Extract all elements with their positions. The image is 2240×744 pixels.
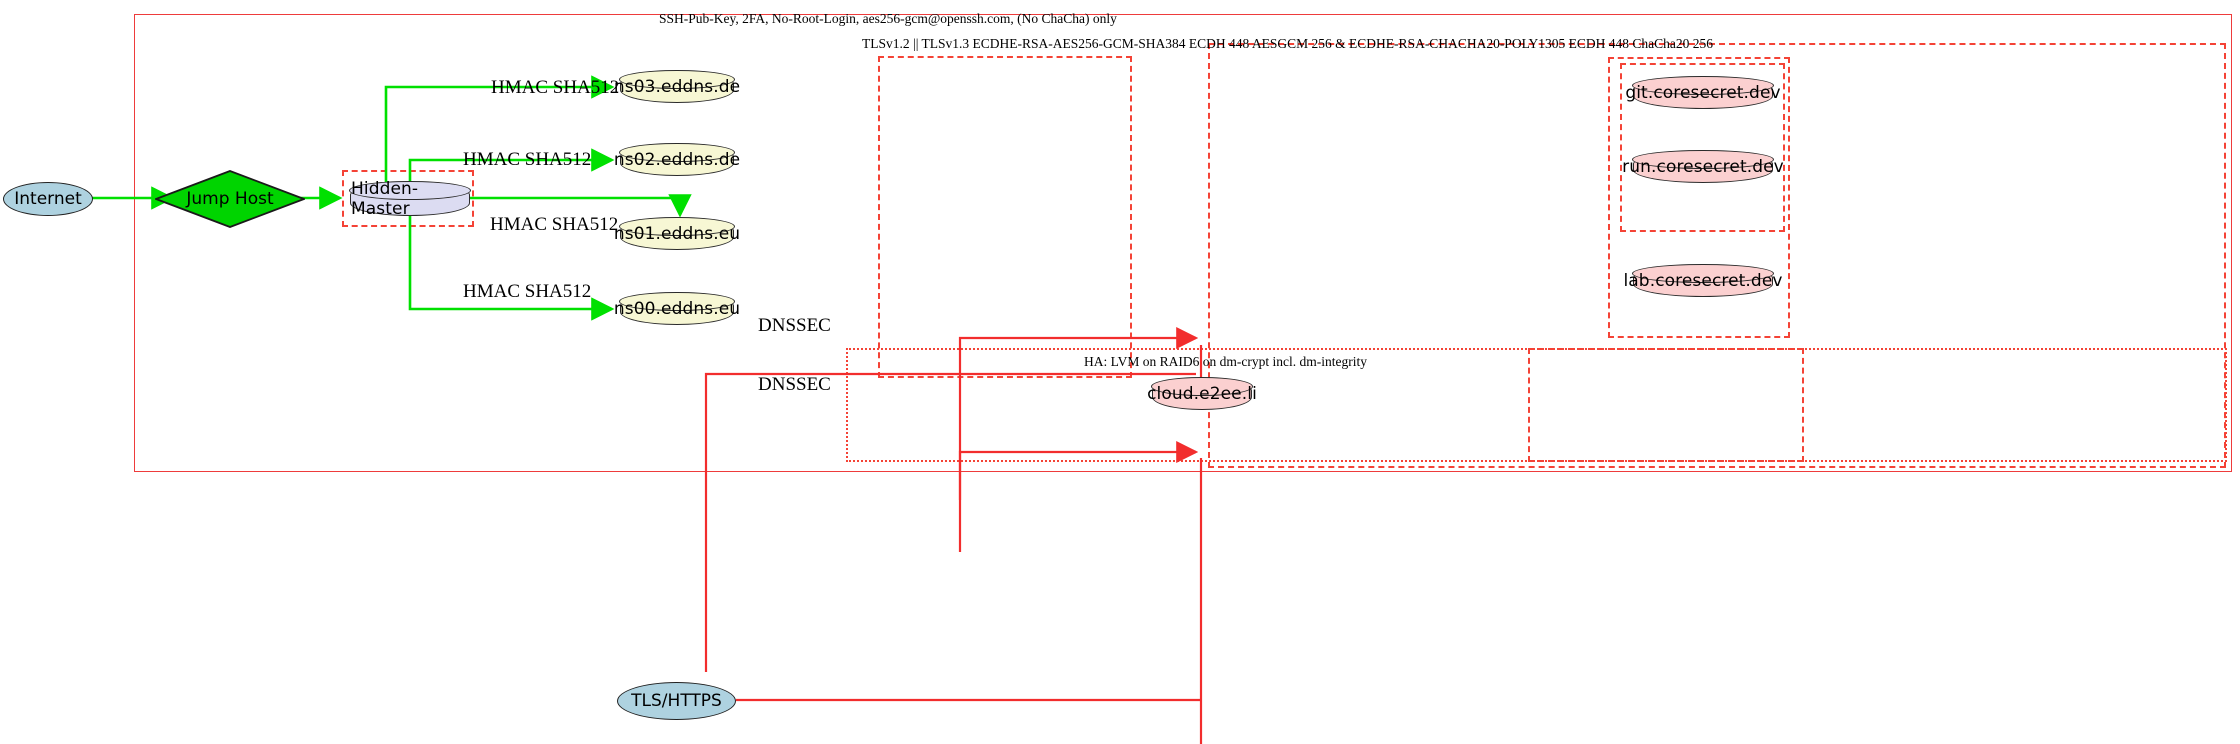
- edge-dnssec-top: [958, 327, 1199, 500]
- zone-dns-cluster: [878, 56, 1132, 378]
- node-git-coresecret[interactable]: git.coresecret.dev: [1625, 76, 1781, 109]
- edge-hiddenmaster-to-ns01: [470, 194, 692, 218]
- edge-label-dnssec-bottom: DNSSEC: [758, 374, 831, 395]
- zone-tls: [1208, 43, 2226, 468]
- zone-tls-label: TLSv1.2 || TLSv1.3 ECDHE-RSA-AES256-GCM-…: [862, 36, 1713, 51]
- node-hidden-master-label: Hidden-Master: [351, 179, 419, 219]
- zone-ha-wide: [846, 348, 2227, 462]
- edge-label-hmac-ns03: HMAC SHA512: [491, 77, 620, 98]
- node-lab-coresecret[interactable]: lab.coresecret.dev: [1623, 264, 1782, 297]
- node-internet-label: Internet: [14, 189, 82, 209]
- edge-label-hmac-ns02: HMAC SHA512: [463, 149, 592, 170]
- node-cloud-label: cloud.e2ee.li: [1147, 384, 1257, 404]
- zone-ha-label: HA: LVM on RAID6 on dm-crypt incl. dm-in…: [1084, 354, 1367, 369]
- zone-ssh-label: SSH-Pub-Key, 2FA, No-Root-Login, aes256-…: [659, 11, 1117, 26]
- node-ns01[interactable]: ns01.eddns.eu: [614, 217, 740, 250]
- node-git-label: git.coresecret.dev: [1625, 83, 1781, 103]
- node-ns03-label: ns03.eddns.de: [613, 77, 741, 97]
- node-ns01-label: ns01.eddns.eu: [613, 224, 741, 244]
- node-lab-label: lab.coresecret.dev: [1623, 271, 1783, 291]
- edge-label-hmac-ns00: HMAC SHA512: [463, 281, 592, 302]
- node-cloud-e2ee[interactable]: cloud.e2ee.li: [1147, 377, 1257, 410]
- node-ns02-label: ns02.eddns.de: [613, 150, 741, 170]
- edge-hiddenmaster-to-ns02: [408, 148, 615, 188]
- edge-dnssec-bottom: [958, 441, 1199, 552]
- node-ns00[interactable]: ns00.eddns.eu: [614, 292, 740, 325]
- zone-coresecret-outer: [1608, 57, 1790, 338]
- node-jump-host[interactable]: Jump Host: [155, 170, 305, 228]
- node-ns03[interactable]: ns03.eddns.de: [614, 70, 740, 103]
- node-run-label: run.coresecret.dev: [1622, 157, 1784, 177]
- jump-host-diamond-shape: [155, 170, 305, 228]
- edge-dnssec-bottom-upper: [704, 372, 1196, 500]
- node-hidden-master[interactable]: Hidden-Master: [349, 179, 471, 219]
- edge-hiddenmaster-to-ns03: [384, 75, 615, 188]
- edge-hiddenmaster-to-ns00: [408, 212, 615, 321]
- node-jump-host-label: Jump Host: [186, 189, 274, 209]
- edge-label-dnssec-top: DNSSEC: [758, 315, 831, 336]
- edge-label-hmac-ns01: HMAC SHA512: [490, 214, 619, 235]
- node-tls-https-label: TLS/HTTPS: [631, 691, 722, 711]
- node-tls-https[interactable]: TLS/HTTPS: [617, 682, 736, 720]
- node-internet[interactable]: Internet: [3, 182, 93, 216]
- node-ns02[interactable]: ns02.eddns.de: [614, 143, 740, 176]
- node-ns00-label: ns00.eddns.eu: [613, 299, 741, 319]
- zone-ssh-outer: [134, 14, 2232, 472]
- node-run-coresecret[interactable]: run.coresecret.dev: [1622, 150, 1784, 183]
- zone-coresecret-inner: [1620, 63, 1785, 232]
